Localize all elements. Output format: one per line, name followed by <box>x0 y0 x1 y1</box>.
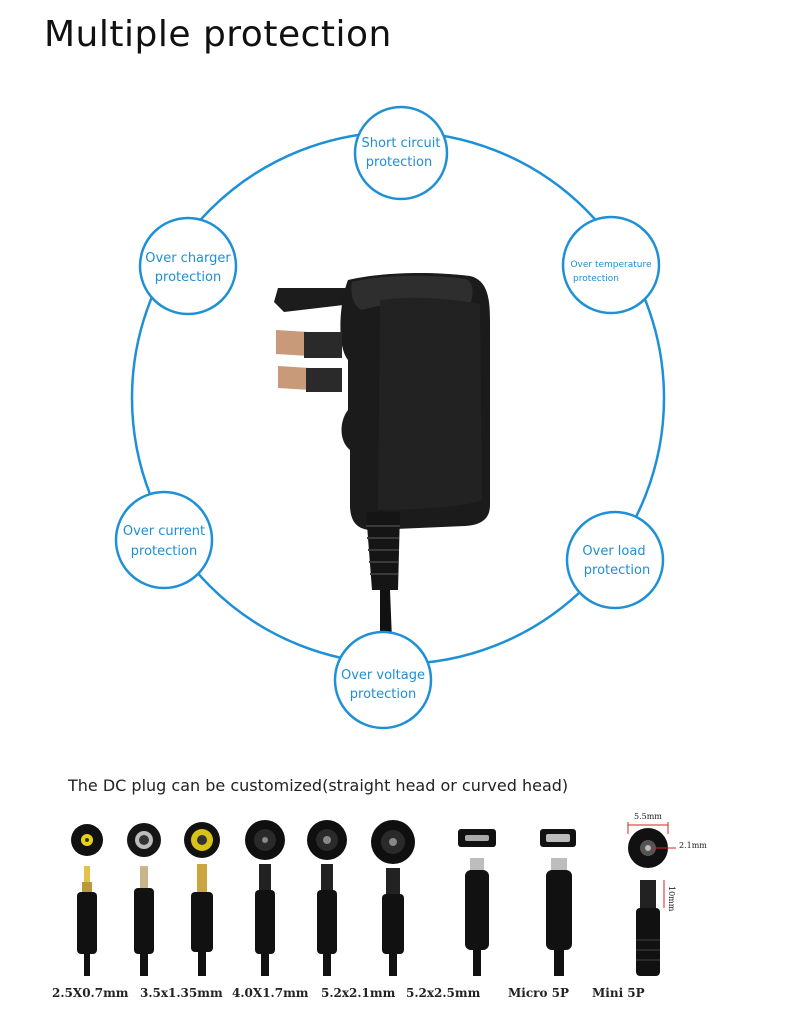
plug-5-2x2-1-image <box>245 820 285 976</box>
plug-label-5: 5.2x2.5mm <box>406 986 481 1000</box>
dimension-outer-label: 5.5mm <box>634 812 662 821</box>
protection-diagram: Short circuit protection Over temperatur… <box>114 105 666 730</box>
plug-4-0x1-7-image <box>184 822 220 976</box>
protection-circle-over-voltage <box>333 630 433 730</box>
protection-circle-short-circuit <box>353 105 449 201</box>
dimension-length-label: 10mm <box>667 886 676 912</box>
protection-label-4-line1: Over voltage <box>341 668 425 683</box>
dc-plug-caption: The DC plug can be customized(straight h… <box>68 776 569 795</box>
protection-label-6-line2: protection <box>155 270 221 285</box>
dimension-inner-label: 2.1mm <box>679 841 707 850</box>
protection-label-5-line1: Over current <box>123 524 205 539</box>
protection-label-2-line2: protection <box>573 274 619 284</box>
protection-label-5-line2: protection <box>131 544 197 559</box>
protection-label-3-line1: Over load <box>582 544 645 559</box>
plug-label-1: 2.5X0.7mm <box>52 986 129 1000</box>
protection-circle-over-current <box>114 490 214 590</box>
plug-label-6: Micro 5P <box>508 986 570 1000</box>
protection-label-1-line1: Short circuit <box>362 136 441 151</box>
protection-circle-over-load <box>565 510 665 610</box>
plug-3-5x1-35-image <box>127 823 161 976</box>
plug-label-2: 3.5x1.35mm <box>140 986 223 1000</box>
protection-label-1-line2: protection <box>366 155 432 170</box>
plug-5-2x2-5-alt-image <box>371 820 415 976</box>
plug-5-2x2-5-image <box>307 820 347 976</box>
plug-label-7: Mini 5P <box>592 986 645 1000</box>
protection-label-2-line1: Over temperature <box>570 260 652 270</box>
plug-2-5x0-7-image <box>71 824 103 976</box>
plug-mini-5p-image <box>540 829 576 976</box>
plug-label-4: 5.2x2.1mm <box>321 986 396 1000</box>
protection-label-3-line2: protection <box>584 563 650 578</box>
dc-plug-dimension-diagram <box>627 822 676 976</box>
protection-label-6-line1: Over charger <box>145 251 231 266</box>
protection-circle-over-charger <box>138 216 238 316</box>
page-title: Multiple protection <box>44 14 392 55</box>
power-adapter-image <box>274 273 490 640</box>
protection-label-4-line2: protection <box>350 687 416 702</box>
plug-label-3: 4.0X1.7mm <box>232 986 309 1000</box>
protection-circle-over-temperature <box>561 215 661 315</box>
plug-micro-5p-image <box>458 829 496 976</box>
